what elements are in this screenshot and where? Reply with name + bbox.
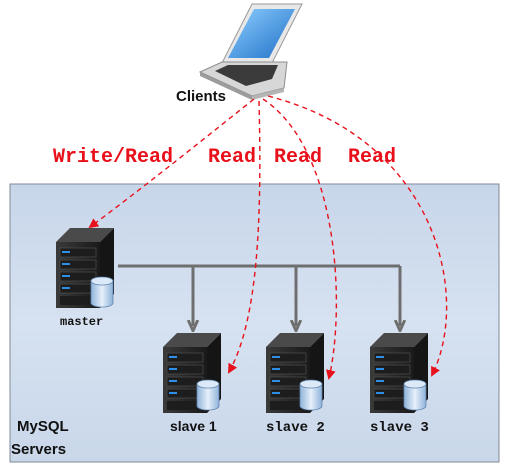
cluster-label-line-2: Servers	[11, 441, 66, 458]
master-label: master	[60, 315, 103, 329]
master-server	[55, 227, 115, 309]
database-disk-icon	[196, 379, 220, 411]
flow-label-read-3: Read	[348, 146, 396, 169]
cluster-label-line-1: MySQL	[17, 418, 69, 435]
flow-label-read-1: Read	[208, 146, 256, 169]
slave-3-label: slave 3	[370, 420, 429, 436]
clients-label: Clients	[176, 88, 226, 105]
slave-3-server	[369, 332, 429, 414]
read-arrow-slave-2	[262, 98, 338, 380]
laptop-icon	[198, 3, 303, 100]
database-disk-icon	[90, 276, 114, 308]
slave-1-label: slave 1	[170, 418, 217, 434]
slave-2-server	[265, 332, 325, 414]
database-disk-icon	[299, 379, 323, 411]
flow-label-read-2: Read	[274, 146, 322, 169]
database-disk-icon	[403, 379, 427, 411]
write-read-arrow	[88, 98, 255, 229]
slave-2-label: slave 2	[266, 420, 325, 436]
replication-lines	[118, 264, 400, 326]
flow-label-write-read: Write/Read	[53, 146, 173, 169]
read-arrow-slave-3	[267, 95, 448, 377]
slave-1-server	[162, 332, 222, 414]
